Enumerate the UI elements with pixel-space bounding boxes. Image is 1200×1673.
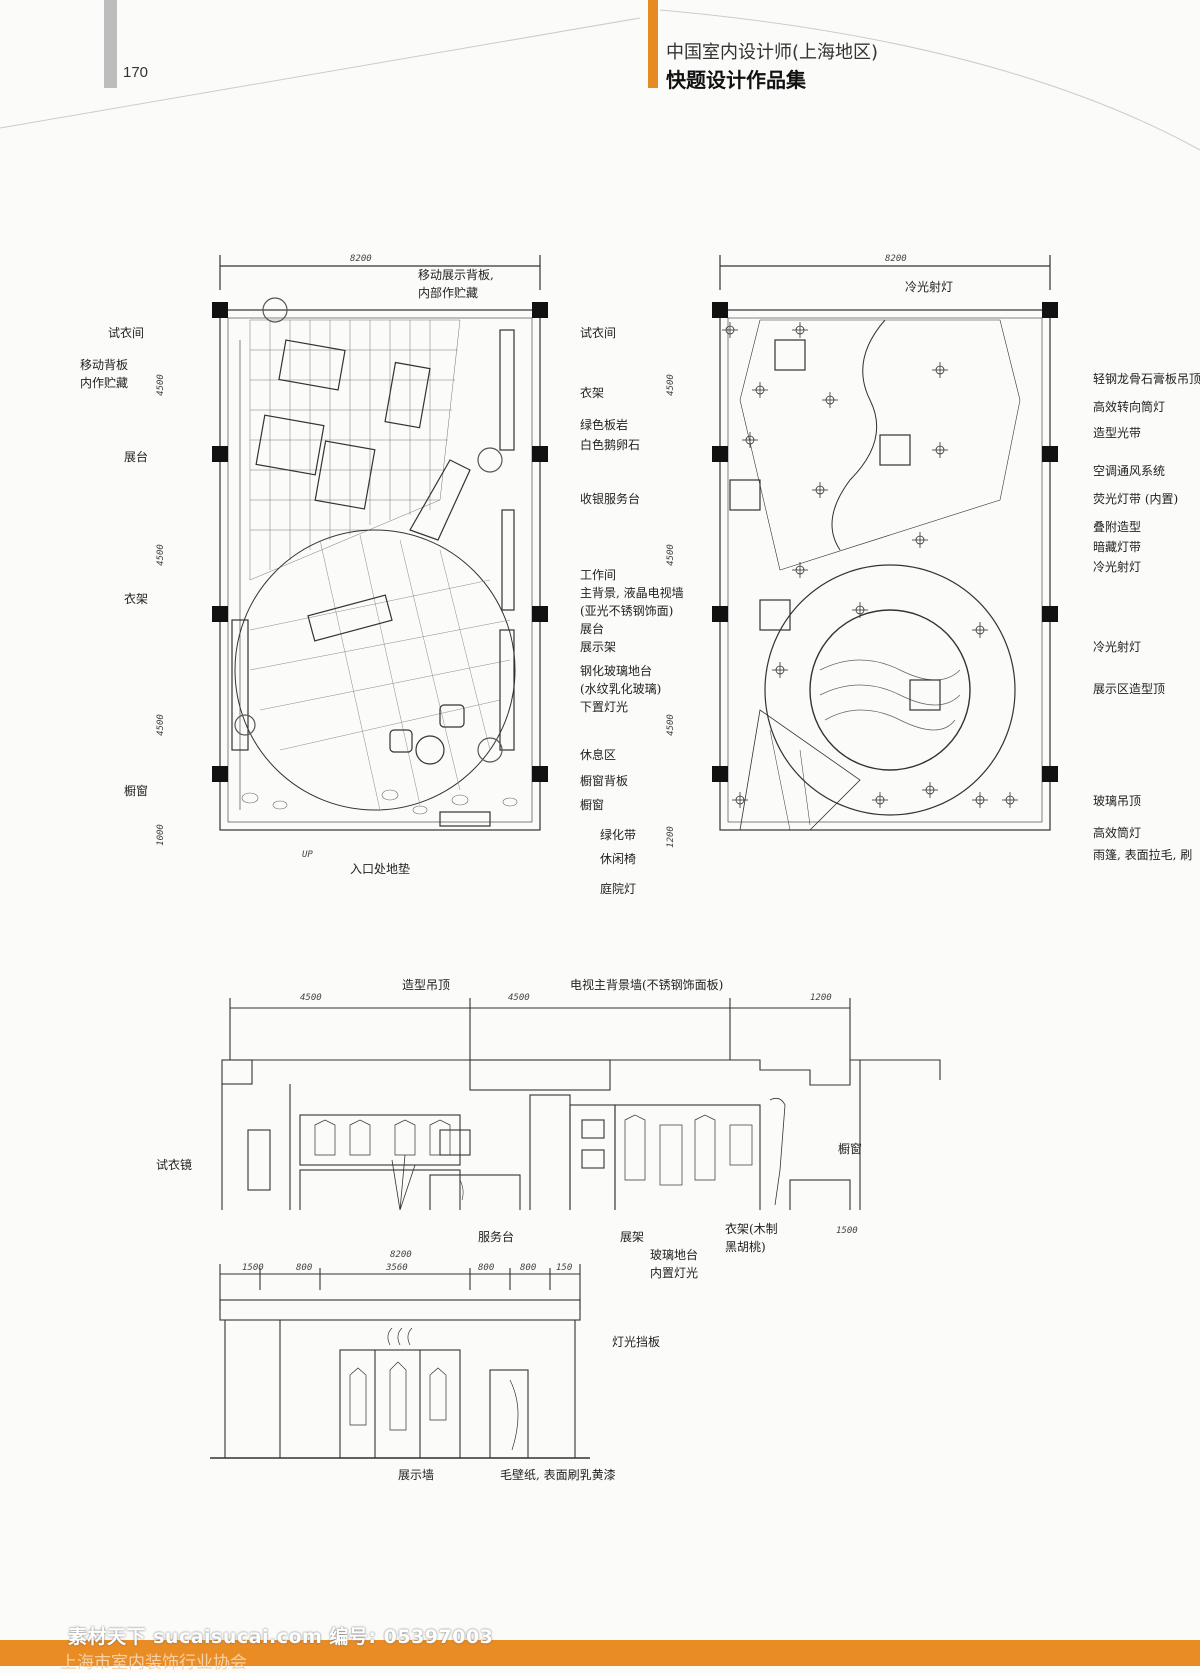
plan-left-label-clothes-rack: 衣架	[124, 592, 149, 606]
plan-right-rlabel-5: 叠附造型	[1093, 520, 1142, 534]
elev1-right-dim: 1500	[836, 1226, 858, 1236]
elevation-one-drawing	[221, 998, 941, 1210]
plan-right-dim-4: 1200	[665, 826, 676, 848]
plan-left-rlabel-7: (亚光不锈钢饰面)	[580, 604, 674, 618]
plan-right-rlabel-4: 荧光灯带 (内置)	[1093, 492, 1179, 506]
plan-left-rlabel-6: 主背景, 液晶电视墙	[580, 586, 684, 600]
elev1-dim-0: 4500	[300, 993, 322, 1003]
elev1-label-built-in-light: 内置灯光	[650, 1266, 699, 1280]
elev1-label-glass-stage: 玻璃地台	[650, 1248, 699, 1262]
plan-right-rlabel-8: 冷光射灯	[1093, 640, 1142, 654]
page-number: 170	[123, 64, 149, 81]
footer-association: 上海市室内装饰行业协会	[60, 1653, 247, 1673]
plan-left-label-shop-window: 橱窗	[124, 784, 149, 798]
plan-left-rlabel-3: 白色鹅卵石	[580, 438, 641, 452]
elev1-dim-2: 1200	[810, 993, 832, 1003]
plan-right-width-dim: 8200	[885, 254, 907, 264]
plan-left-label-display-stand: 展台	[124, 450, 149, 464]
plan-left-rlabel-17: 休闲椅	[600, 852, 637, 866]
plan-left-rlabel-11: (水纹乳化玻璃)	[580, 682, 662, 696]
plan-left-dim-4: 1000	[155, 824, 166, 846]
ceiling-plan-drawing	[712, 255, 1058, 831]
plan-left-dim-1: 4500	[155, 374, 166, 396]
plan-left-label-fitting-room: 试衣间	[108, 326, 145, 340]
floor-plan-drawing	[212, 255, 548, 831]
plan-left-rlabel-5: 工作间	[580, 568, 617, 582]
header-title: 快题设计作品集	[666, 68, 806, 92]
plan-right-rlabel-10: 玻璃吊顶	[1093, 794, 1142, 808]
header-gray-bar	[104, 0, 117, 88]
plan-left-rlabel-2: 绿色板岩	[580, 418, 629, 432]
plan-left-label-entrance-mat: 入口处地垫	[350, 862, 411, 876]
elev1-label-tv-wall: 电视主背景墙(不锈钢饰面板)	[570, 978, 724, 992]
plan-left-label-top-1: 移动展示背板,	[418, 268, 494, 282]
plan-left-rlabel-13: 休息区	[580, 748, 617, 762]
plan-right-rlabel-7: 冷光射灯	[1093, 560, 1142, 574]
elev1-label-ceiling: 造型吊顶	[402, 978, 451, 992]
plan-right-rlabel-0: 轻钢龙骨石膏板吊顶	[1093, 372, 1200, 386]
elev1-dim-1: 4500	[508, 993, 530, 1003]
plan-left-rlabel-9: 展示架	[580, 640, 617, 654]
elev2-dim-4: 800	[520, 1263, 537, 1273]
plan-right-top-label: 冷光射灯	[905, 280, 954, 294]
elev2-dim-3: 800	[478, 1263, 495, 1273]
plan-right-dim-1: 4500	[665, 374, 676, 396]
plan-right-rlabel-6: 暗藏灯带	[1093, 540, 1142, 554]
elev2-dim-5: 150	[556, 1263, 573, 1273]
elevation-two-drawing	[210, 1264, 590, 1459]
plan-right-rlabel-11: 高效筒灯	[1093, 826, 1142, 840]
elev2-dim-2: 3560	[386, 1263, 408, 1273]
footer-watermark: 素材天下 sucaisucai.com 编号: 05397003	[68, 1626, 494, 1648]
plan-left-rlabel-16: 绿化带	[600, 828, 637, 842]
plan-left-rlabel-12: 下置灯光	[580, 700, 629, 714]
elev1-label-walnut: 黑胡桃)	[725, 1240, 766, 1254]
plan-right-rlabel-3: 空调通风系统	[1093, 464, 1166, 478]
plan-right-rlabel-9: 展示区造型顶	[1093, 682, 1166, 696]
plan-left-rlabel-0: 试衣间	[580, 326, 617, 340]
plan-right-rlabel-1: 高效转向筒灯	[1093, 400, 1166, 414]
plan-left-label-storage: 内作贮藏	[80, 376, 129, 390]
plan-left-rlabel-8: 展台	[580, 622, 605, 636]
elev2-label-wallpaper: 毛壁纸, 表面刷乳黄漆	[500, 1468, 616, 1482]
plan-right-rlabel-12: 雨篷, 表面拉毛, 刷	[1093, 848, 1193, 862]
plan-left-rlabel-14: 橱窗背板	[580, 774, 629, 788]
elev1-label-window: 橱窗	[838, 1142, 863, 1156]
page-curl-lines	[0, 9, 1200, 151]
plan-left-dim-2: 4500	[155, 544, 166, 566]
elev2-overall-dim: 8200	[390, 1250, 412, 1260]
elev1-label-service-desk: 服务台	[478, 1230, 515, 1244]
elev1-label-clothes-rack: 衣架(木制	[725, 1222, 778, 1236]
elev1-label-mirror: 试衣镜	[156, 1158, 193, 1172]
header-accent-bar	[648, 0, 658, 88]
plan-right-rlabel-2: 造型光带	[1093, 426, 1142, 440]
plan-left-rlabel-18: 庭院灯	[600, 882, 637, 896]
plan-left-rlabel-4: 收银服务台	[580, 492, 641, 506]
plan-left-up: UP	[302, 850, 313, 860]
plan-left-rlabel-15: 橱窗	[580, 798, 605, 812]
plan-left-label-top-2: 内部作贮藏	[418, 286, 479, 300]
plan-left-dim-3: 4500	[155, 714, 166, 736]
plan-left-label-movable-panel: 移动背板	[80, 358, 129, 372]
plan-left-width-dim: 8200	[350, 254, 372, 264]
elev2-label-display-wall: 展示墙	[398, 1468, 435, 1482]
plan-left-rlabel-10: 钢化玻璃地台	[580, 664, 653, 678]
elev2-dim-0: 1500	[242, 1263, 264, 1273]
footer-bar	[0, 1640, 1200, 1666]
header-subtitle: 中国室内设计师(上海地区)	[666, 42, 879, 63]
plan-right-dim-2: 4500	[665, 544, 676, 566]
elev2-label-light-baffle: 灯光挡板	[612, 1335, 661, 1349]
plan-left-rlabel-1: 衣架	[580, 386, 605, 400]
plan-right-dim-3: 4500	[665, 714, 676, 736]
elev1-label-rack: 展架	[620, 1230, 645, 1244]
elev2-dim-1: 800	[296, 1263, 313, 1273]
